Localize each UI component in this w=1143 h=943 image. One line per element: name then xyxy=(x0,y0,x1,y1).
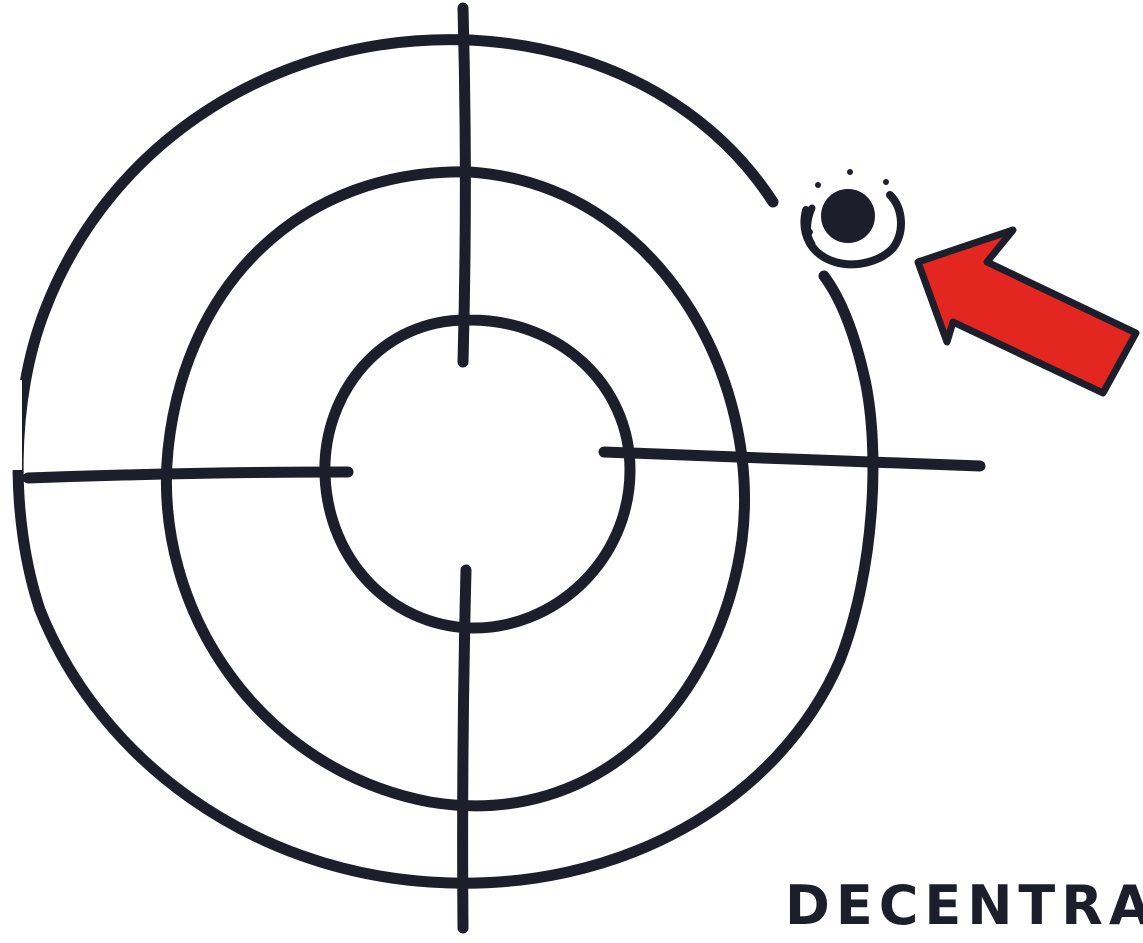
edge-mask-top xyxy=(0,380,22,470)
arrow-shape xyxy=(918,230,1136,393)
edge-mask-bottom xyxy=(0,490,10,560)
middle-ring xyxy=(166,172,744,806)
hole-rim-left xyxy=(808,208,813,244)
debris-dot-2 xyxy=(815,182,821,188)
crosshair-right xyxy=(604,452,980,466)
caption-text: DECENTRAAL xyxy=(785,874,1143,937)
hole-center xyxy=(821,189,875,243)
debris-dot-3 xyxy=(883,179,889,185)
target xyxy=(18,8,980,928)
debris-dot-4 xyxy=(807,229,813,235)
crosshair-left xyxy=(28,472,348,478)
hole xyxy=(804,169,901,264)
inner-ring xyxy=(325,320,630,628)
pointer-arrow xyxy=(918,230,1136,393)
crosshair-bottom xyxy=(463,570,466,928)
debris-dot-1 xyxy=(847,169,853,175)
crosshair-top xyxy=(463,8,465,362)
